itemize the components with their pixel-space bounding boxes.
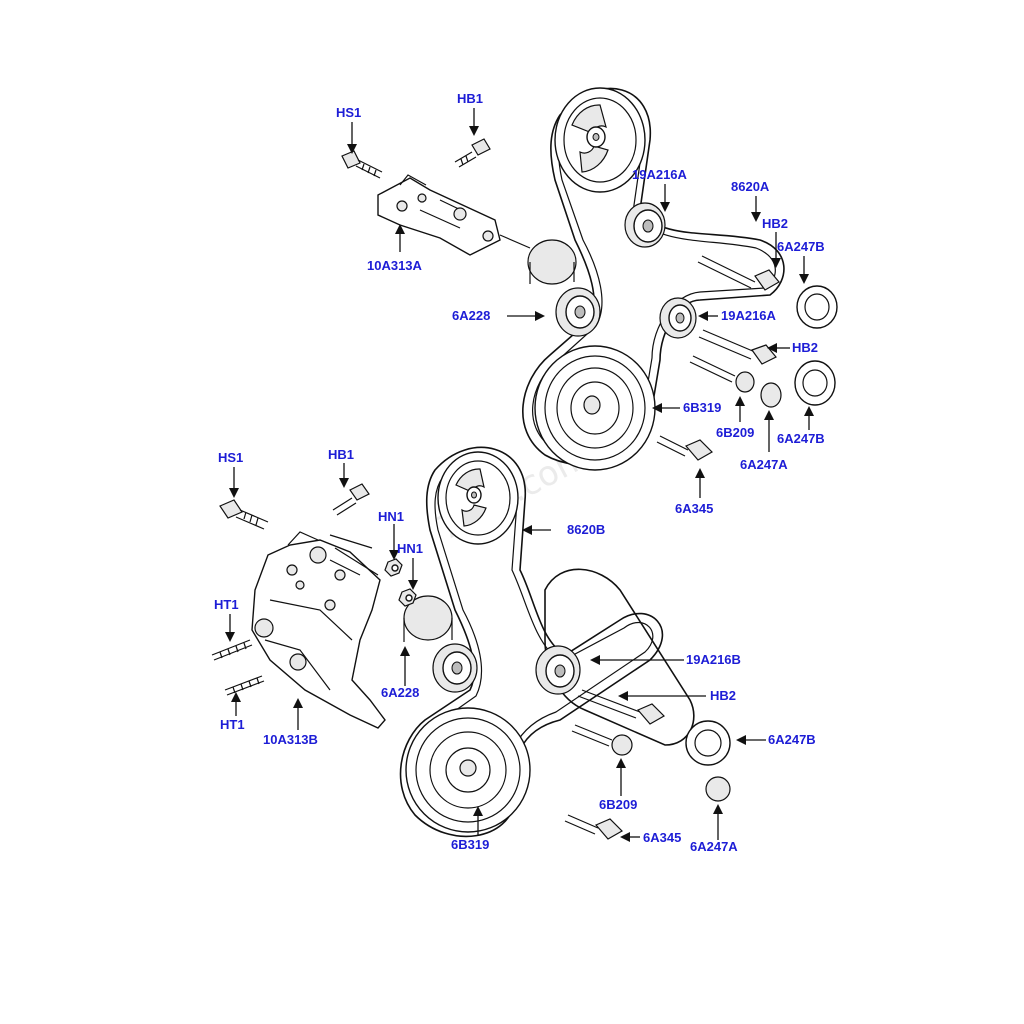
- label-bottom-ht1-1: HT1: [214, 597, 239, 612]
- top-crank-pulley-6b319: [534, 345, 656, 471]
- label-top-hb1: HB1: [457, 91, 483, 106]
- bottom-bolt-hb1: [332, 483, 370, 516]
- bottom-cap-6a247b: [685, 720, 731, 766]
- bottom-nut-hn1-2: [398, 588, 417, 607]
- bottom-upper-pulley: [437, 451, 519, 545]
- top-bolt-hb1: [454, 138, 491, 168]
- label-bottom-hs1: HS1: [218, 450, 243, 465]
- label-top-10a313a: 10A313A: [367, 258, 423, 273]
- label-bottom-6a247a: 6A247A: [690, 839, 738, 854]
- bottom-tensioner-6a228: [403, 595, 478, 693]
- top-bracket-10a313a: [377, 174, 531, 256]
- top-idler-19a216a-1: [624, 202, 666, 248]
- label-bottom-19a216b: 19A216B: [686, 652, 741, 667]
- label-top-6a247a: 6A247A: [740, 457, 788, 472]
- label-top-hb2-2: HB2: [792, 340, 818, 355]
- label-top-6a247b-1: 6A247B: [777, 239, 825, 254]
- bottom-washer-6b209: [571, 724, 633, 756]
- bottom-stud-ht1-2: [224, 675, 265, 696]
- top-bolt-hb2-2: [698, 329, 777, 365]
- label-bottom-hb1: HB1: [328, 447, 354, 462]
- label-top-6a228: 6A228: [452, 308, 490, 323]
- label-bottom-8620b: 8620B: [567, 522, 605, 537]
- label-top-6a345: 6A345: [675, 501, 713, 516]
- label-bottom-hn1-2: HN1: [397, 541, 423, 556]
- top-assembly: HS1 HB1 10A313A 19A216A 8620A HB2 6A247B…: [336, 87, 838, 516]
- top-bolt-hb2-1: [697, 255, 780, 291]
- bottom-bolt-hs1: [219, 499, 269, 530]
- bottom-assembly: HS1 HB1 HN1 HN1 8620B HT1 6A228 19A216B …: [211, 446, 816, 854]
- label-bottom-6b209: 6B209: [599, 797, 637, 812]
- bottom-cap-6a247a: [705, 776, 731, 802]
- bottom-stud-ht1-1: [211, 639, 253, 661]
- bottom-bolt-hb2: [577, 689, 665, 725]
- top-idler-19a216a-2: [659, 297, 697, 339]
- top-tensioner-6a228: [527, 239, 601, 337]
- label-bottom-10a313b: 10A313B: [263, 732, 318, 747]
- label-bottom-6a247b: 6A247B: [768, 732, 816, 747]
- label-bottom-6a345: 6A345: [643, 830, 681, 845]
- label-bottom-hn1-1: HN1: [378, 509, 404, 524]
- top-bolt-hs1: [341, 150, 383, 179]
- label-top-19a216a-2: 19A216A: [721, 308, 777, 323]
- bottom-bracket-10a313b: [251, 531, 386, 729]
- bottom-bolt-6a345: [564, 814, 623, 840]
- label-bottom-6b319: 6B319: [451, 837, 489, 852]
- top-upper-pulley: [554, 87, 646, 193]
- label-top-hs1: HS1: [336, 105, 361, 120]
- bottom-leaders: [225, 463, 766, 842]
- top-cap-6a247b-1: [796, 285, 838, 329]
- label-bottom-ht1-2: HT1: [220, 717, 245, 732]
- label-top-19a216a-1: 19A216A: [632, 167, 688, 182]
- label-top-6b319: 6B319: [683, 400, 721, 415]
- label-top-8620a: 8620A: [731, 179, 770, 194]
- label-top-6b209: 6B209: [716, 425, 754, 440]
- top-leaders: [347, 108, 814, 498]
- label-top-6a247b-2: 6A247B: [777, 431, 825, 446]
- label-top-hb2-1: HB2: [762, 216, 788, 231]
- top-cap-6a247b-2: [794, 360, 836, 406]
- label-bottom-6a228: 6A228: [381, 685, 419, 700]
- bottom-idler-19a216b: [535, 645, 581, 695]
- top-cap-6a247a: [760, 382, 782, 408]
- bottom-nut-hn1-1: [384, 558, 403, 577]
- top-washer-6b209: [689, 355, 755, 393]
- bottom-crank-pulley-6b319: [405, 707, 531, 833]
- label-bottom-hb2: HB2: [710, 688, 736, 703]
- top-bolt-6a345: [656, 435, 713, 461]
